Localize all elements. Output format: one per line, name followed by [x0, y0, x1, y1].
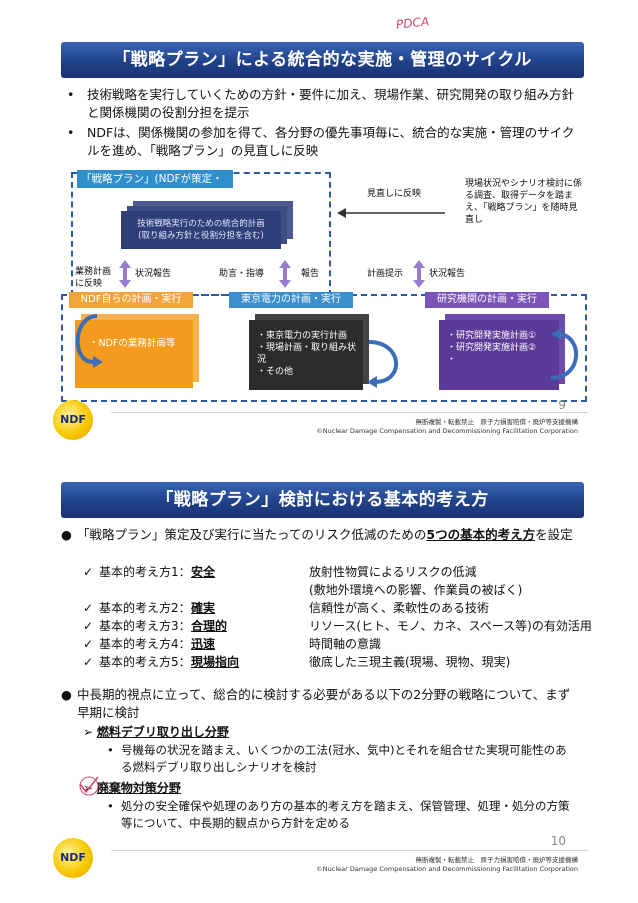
- cycle-arrow-icon: [550, 328, 578, 380]
- review-arrow-icon: [337, 208, 445, 218]
- footer-line: ©Nuclear Damage Compensation and Decommi…: [316, 427, 578, 435]
- field-heading: ➢ 燃料デブリ取り出し分野: [83, 725, 229, 739]
- principle-desc: 徹底した三現主義(現場、現物、現実): [309, 655, 511, 669]
- footer-line: 無断複製・転載禁止 原子力損害賠償・廃炉等支援機構: [415, 856, 579, 864]
- updown-arrow-icon: [279, 260, 291, 288]
- review-label: 見直しに反映: [367, 189, 422, 199]
- updown-arrow-icon: [119, 260, 131, 288]
- ndf-logo: NDF: [53, 838, 93, 878]
- cycle-arrow-icon: [367, 340, 399, 388]
- principle-row: ✓基本的考え方5：現場指向: [83, 655, 240, 669]
- ndf-logo: NDF: [53, 400, 93, 440]
- principle-desc: 時間軸の意識: [309, 637, 382, 651]
- ndf-doc: ・NDFの業務計画等: [75, 320, 193, 388]
- plan-header: 「戦略プラン」(NDFが策定・提示): [77, 170, 233, 203]
- slide-9: 「戦略プラン」による統合的な実施・管理のサイクル • 技術戦略を実行していくため…: [47, 38, 598, 440]
- slide-title: 「戦略プラン」による統合的な実施・管理のサイクル: [61, 42, 584, 78]
- second-bullet: ● 中長期的視点に立って、総合的に検討する必要がある以下の2分野の戦略について、…: [61, 687, 571, 720]
- slide-title: 「戦略プラン」検討における基本的考え方: [61, 482, 584, 518]
- principle-desc: 放射性物質によるリスクの低減: [309, 565, 477, 579]
- org-ndf-header: NDF自らの計画・実行: [69, 292, 193, 308]
- field-heading: ➢ 廃棄物対策分野: [83, 781, 181, 795]
- handwritten-check-icon: [79, 776, 99, 796]
- arrow-label: 報告: [301, 269, 320, 279]
- org-tepco-header: 東京電力の計画・実行: [229, 292, 353, 308]
- page-number: 9: [558, 398, 566, 412]
- bullet-item: • 技術戦略を実行していくための方針・要件に加え、現場作業、研究開発の取り組み方…: [67, 87, 575, 120]
- principle-row: ✓基本的考え方4：迅速: [83, 637, 216, 651]
- principle-row: ✓基本的考え方2：確実: [83, 601, 216, 615]
- handwritten-note: PDCA: [395, 14, 430, 32]
- footer-line: ©Nuclear Damage Compensation and Decommi…: [316, 865, 578, 873]
- cycle-arrow-icon: [75, 314, 103, 368]
- principle-desc: リソース(ヒト、モノ、カネ、スペース等)の有効活用: [309, 619, 592, 633]
- slide-10: 「戦略プラン」検討における基本的考え方 ● 「戦略プラン」策定及び実行に当たって…: [47, 478, 598, 878]
- org-research-header: 研究機関の計画・実行: [425, 292, 549, 308]
- bullet-item: • NDFは、関係機関の参加を得て、各分野の優先事項毎に、統合的な実施・管理のサ…: [67, 125, 575, 158]
- principle-desc: 信頼性が高く、柔軟性のある技術: [309, 601, 490, 615]
- arrow-label: 状況報告: [135, 269, 172, 279]
- arrow-label: 状況報告: [429, 269, 466, 279]
- principle-desc: (敷地外環境への影響、作業員の被ばく): [309, 583, 523, 597]
- field-desc: • 処分の安全確保や処理のあり方の基本的考え方を踏まえ、保管管理、処理・処分の方…: [107, 799, 570, 830]
- updown-arrow-icon: [413, 260, 425, 288]
- footer-line: 無断複製・転載禁止 原子力損害賠償・廃炉等支援機構: [415, 418, 579, 426]
- arrow-label: 助言・指導: [219, 269, 265, 279]
- arrow-label: 業務計画に反映: [75, 267, 112, 289]
- principle-row: ✓基本的考え方1：安全: [83, 565, 216, 579]
- tepco-doc: ・東京電力の実行計画 ・現場計画・取り組み状況 ・その他: [249, 320, 363, 390]
- arrow-label: 計画提示: [367, 269, 404, 279]
- intro-bullet: ● 「戦略プラン」策定及び実行に当たってのリスク低減のための5つの基本的考え方を…: [61, 527, 573, 542]
- page-number: 10: [550, 834, 566, 848]
- principle-row: ✓基本的考え方3：合理的: [83, 619, 228, 633]
- plan-inner: 技術戦略実行のための統合的計画 (取り組み方針と役割分担を含む): [121, 211, 281, 249]
- field-desc: • 号機毎の状況を踏まえ、いくつかの工法(冠水、気中)とそれを組合せた実現可能性…: [107, 743, 567, 774]
- review-note: 現場状況やシナリオ検討に係る調査、取得データを踏まえ、「戦略プラン」を随時見直し: [465, 179, 583, 225]
- research-doc: ・研究開発実施計画① ・研究開発実施計画② ・: [439, 320, 559, 390]
